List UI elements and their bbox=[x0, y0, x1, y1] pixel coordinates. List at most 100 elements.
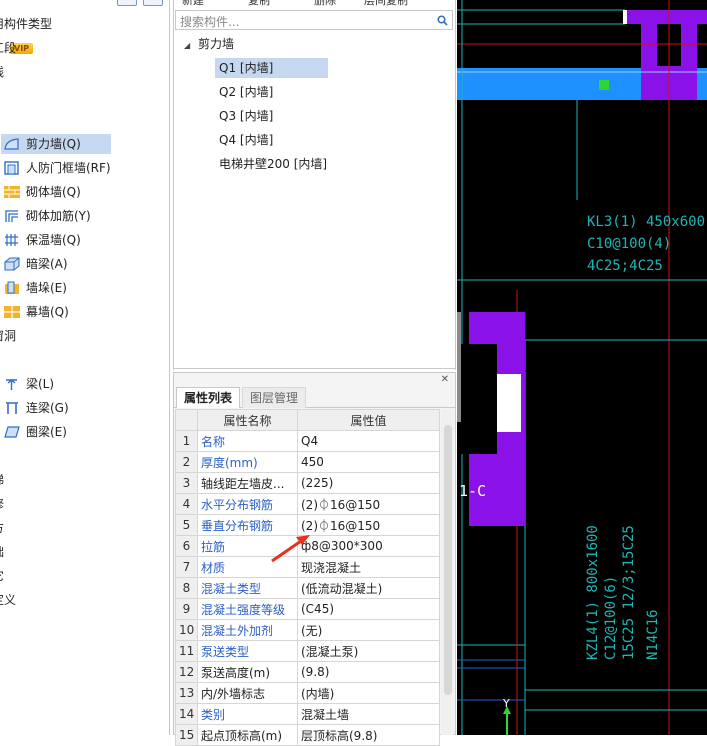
property-value[interactable]: (混凝土泵) bbox=[297, 640, 440, 662]
property-name: 混凝土类型 bbox=[197, 577, 298, 599]
drawing-canvas[interactable]: KL3(1) 450x600 C10@100(4) 4C25;4C25 KZL4… bbox=[457, 0, 707, 735]
component-item[interactable]: Q2 [内墙] bbox=[219, 85, 274, 99]
tree-group[interactable]: 梯 bbox=[0, 470, 169, 490]
row-number: 1 bbox=[175, 430, 198, 452]
scrollbar-thumb[interactable] bbox=[444, 425, 452, 695]
tree-item-label: 圈梁(E) bbox=[26, 425, 67, 439]
tree-group[interactable]: 定义 bbox=[0, 590, 169, 610]
tree-item[interactable]: 墙垛(E) bbox=[0, 278, 169, 298]
tree-item-label: 方 bbox=[0, 518, 4, 538]
tree-item[interactable]: 人防门框墙(RF) bbox=[0, 158, 169, 178]
property-value[interactable]: (225) bbox=[297, 472, 440, 494]
component-item[interactable]: Q4 [内墙] bbox=[219, 133, 274, 147]
row-number: 14 bbox=[175, 703, 198, 725]
tree-item[interactable]: 砌体墙(Q) bbox=[0, 182, 169, 202]
property-name: 轴线距左墙皮... bbox=[197, 472, 298, 494]
beam-annotation-1[interactable]: KL3(1) 450x600 C10@100(4) 4C25;4C25 bbox=[587, 214, 705, 274]
collapse-arrow-icon[interactable]: ◢ bbox=[184, 41, 191, 50]
property-value[interactable]: (2)⏀16@150 bbox=[297, 493, 440, 515]
property-value[interactable]: (9.8) bbox=[297, 661, 440, 683]
grip-point[interactable] bbox=[599, 80, 609, 90]
tree-item-label: 连梁(G) bbox=[26, 401, 69, 415]
property-tabs: 属性列表 图层管理 bbox=[174, 387, 455, 408]
property-name: 起点顶标高(m) bbox=[197, 724, 298, 746]
row-number: 7 bbox=[175, 556, 198, 578]
copy-component-button[interactable]: 复制 bbox=[248, 0, 270, 7]
tree-root-shear-wall[interactable]: ◢ 剪力墙 bbox=[184, 34, 234, 54]
property-value[interactable]: (低流动混凝土) bbox=[297, 577, 440, 599]
tree-item[interactable]: 暗梁(A) bbox=[0, 254, 169, 274]
wall-opening-fill bbox=[497, 374, 521, 432]
property-value[interactable]: (2)⏀16@150 bbox=[297, 514, 440, 536]
component-item[interactable]: 电梯井壁200 [内墙] bbox=[219, 157, 328, 171]
masonry-reinforcement-icon bbox=[4, 209, 19, 223]
delete-component-button[interactable]: 删除 bbox=[314, 0, 336, 7]
tree-group[interactable]: 线 bbox=[0, 62, 169, 82]
tree-item-label: 梁(L) bbox=[26, 377, 55, 391]
component-item[interactable]: Q1 [内墙] bbox=[215, 58, 328, 78]
tree-item-label: 修 bbox=[0, 494, 4, 514]
property-value[interactable]: (无) bbox=[297, 619, 440, 641]
tree-group[interactable]: 工段VIP bbox=[0, 38, 169, 58]
wall-segment[interactable] bbox=[625, 10, 707, 24]
tree-item[interactable]: 剪力墙(Q) bbox=[0, 134, 169, 154]
tree-item-label: 梯 bbox=[0, 470, 4, 490]
row-number: 8 bbox=[175, 577, 198, 599]
tree-group[interactable]: 用构件类型 bbox=[0, 14, 169, 34]
property-value[interactable]: 450 bbox=[297, 451, 440, 473]
tree-item[interactable]: 梁(L) bbox=[0, 374, 169, 394]
search-input[interactable]: 搜索构件... bbox=[175, 10, 453, 30]
tree-item-label: 线 bbox=[0, 62, 4, 82]
tree-item[interactable]: 保温墙(Q) bbox=[0, 230, 169, 250]
property-value[interactable]: (C45) bbox=[297, 598, 440, 620]
svg-text:C10@100(4): C10@100(4) bbox=[587, 236, 671, 252]
layer-copy-button[interactable]: 层间复制 bbox=[364, 0, 408, 7]
property-value[interactable]: 现浇混凝土 bbox=[297, 556, 440, 578]
tree-group[interactable]: 方 bbox=[0, 518, 169, 538]
tree-group[interactable]: 修 bbox=[0, 494, 169, 514]
cad-drawing[interactable]: KL3(1) 450x600 C10@100(4) 4C25;4C25 KZL4… bbox=[457, 0, 707, 735]
search-placeholder: 搜索构件... bbox=[180, 15, 240, 29]
beam-annotation-2[interactable]: KZL4(1) 800x1600 C12@100(6) 15C25 12/3;1… bbox=[585, 525, 661, 660]
curtain-wall-icon bbox=[4, 305, 20, 319]
collapse-all-icon[interactable] bbox=[143, 0, 163, 6]
property-value[interactable]: ф8@300*300 bbox=[297, 535, 440, 557]
expand-all-icon[interactable] bbox=[117, 0, 137, 6]
property-name: 混凝土外加剂 bbox=[197, 619, 298, 641]
tree-item[interactable]: 连梁(G) bbox=[0, 398, 169, 418]
tree-group[interactable]: 础 bbox=[0, 542, 169, 562]
property-value[interactable]: 层顶标高(9.8) bbox=[297, 724, 440, 746]
property-value[interactable]: Q4 bbox=[297, 430, 440, 452]
property-value[interactable]: 混凝土墙 bbox=[297, 703, 440, 725]
tab-property-list[interactable]: 属性列表 bbox=[176, 387, 241, 408]
property-value-header: 属性值 bbox=[297, 409, 440, 431]
search-icon[interactable] bbox=[437, 15, 448, 26]
property-name: 厚度(mm) bbox=[197, 451, 298, 473]
tree-group[interactable]: 窗洞 bbox=[0, 326, 169, 346]
tree-group[interactable]: 它 bbox=[0, 566, 169, 586]
tree-item-label: 工段 bbox=[0, 41, 17, 55]
property-value[interactable]: (内墙) bbox=[297, 682, 440, 704]
tab-layer-management[interactable]: 图层管理 bbox=[242, 387, 307, 408]
tree-item[interactable]: 砌体加筋(Y) bbox=[0, 206, 169, 226]
new-component-button[interactable]: 新建 bbox=[182, 0, 204, 7]
close-icon[interactable]: ✕ bbox=[440, 374, 449, 385]
tree-item[interactable]: 幕墙(Q) bbox=[0, 302, 169, 322]
component-item[interactable]: Q3 [内墙] bbox=[219, 109, 274, 123]
tree-item[interactable]: 圈梁(E) bbox=[0, 422, 169, 442]
row-number: 3 bbox=[175, 472, 198, 494]
row-number: 2 bbox=[175, 451, 198, 473]
